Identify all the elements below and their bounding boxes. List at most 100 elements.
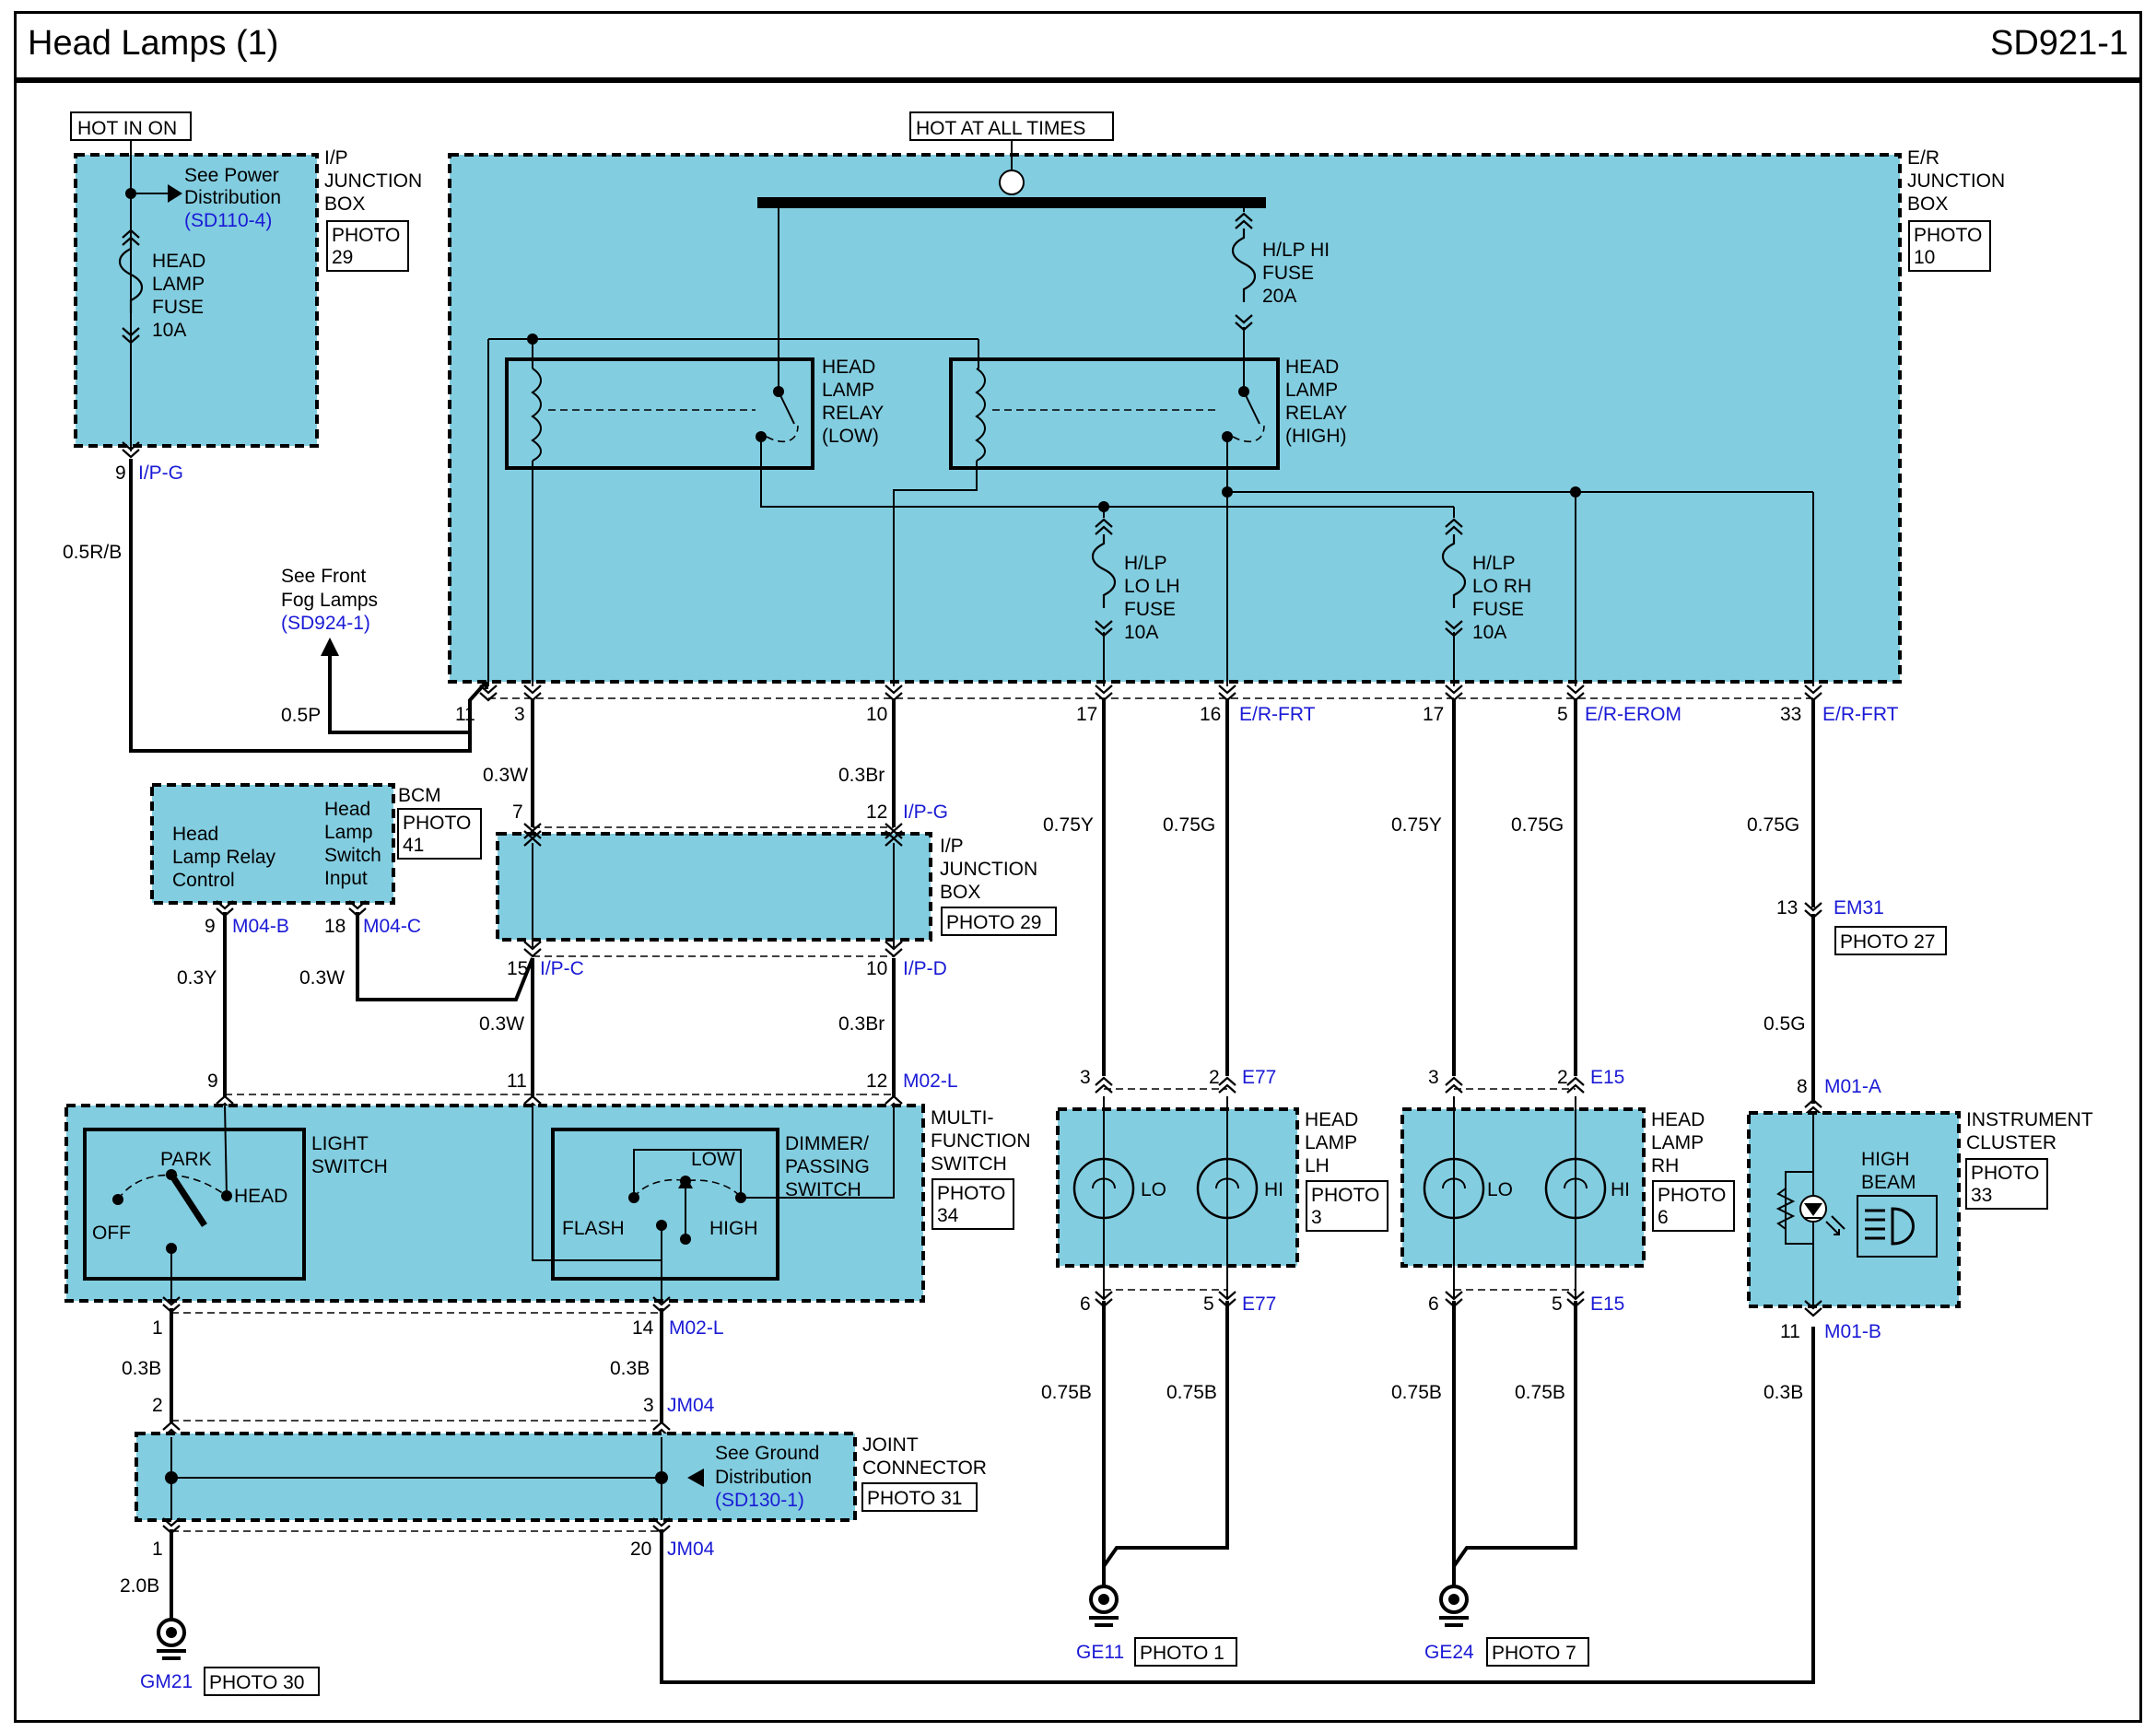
- lamp-lh-name: HEAD: [1305, 1109, 1358, 1130]
- page-code: SD921-1: [1990, 24, 2128, 63]
- pin-number: 17: [1076, 704, 1097, 725]
- wire-0.3w: [356, 912, 534, 1001]
- photo-label: PHOTO: [1914, 225, 1982, 246]
- hi-label: HI: [1611, 1179, 1630, 1200]
- relay-low-label-3: RELAY: [822, 403, 884, 424]
- ip-junction-name-2: JUNCTION: [940, 859, 1037, 880]
- er-junction-name: E/R: [1907, 147, 1939, 169]
- pin-number: 12: [866, 1071, 887, 1092]
- fuse-label-2: LAMP: [152, 274, 205, 295]
- hi-fuse-label: H/LP HI: [1262, 240, 1330, 261]
- connector-id: M02-L: [903, 1071, 958, 1092]
- photo-label: PHOTO: [1658, 1185, 1726, 1206]
- wire-label: 0.5R/B: [63, 542, 122, 563]
- dimmer-label-2: PASSING: [785, 1156, 870, 1177]
- lo-rh-fuse-label-3: FUSE: [1472, 599, 1524, 620]
- page-title: Head Lamps (1): [28, 24, 279, 63]
- pin-number: 11: [1780, 1321, 1800, 1342]
- flash-label: FLASH: [562, 1218, 625, 1239]
- pin-number: 9: [207, 1071, 218, 1092]
- multi-switch-name-2: FUNCTION: [931, 1130, 1031, 1152]
- head-lamp-rh: 3 2 E15 LO HI HEAD LAMP RH PHOTO 6 6 5 E…: [1400, 1067, 1735, 1315]
- ip-junction-name-2: JUNCTION: [324, 170, 422, 192]
- ip-junction-box-mid: 7 12 I/P-G I/P JUNCTION BOX PHOTO 29 15 …: [496, 802, 1057, 979]
- photo-number: 6: [1658, 1207, 1669, 1228]
- hi-fuse-label-2: FUSE: [1262, 263, 1314, 284]
- dimmer-label-3: SWITCH: [785, 1179, 861, 1200]
- relay-low-label: HEAD: [822, 357, 875, 378]
- multi-switch-name: MULTI-: [931, 1107, 993, 1129]
- lo-bulb-icon: [1423, 1157, 1485, 1220]
- multi-function-switch: 9 11 12 M02-L MULTI- FUNCTION SWITCH PHO…: [64, 1071, 1031, 1339]
- pin-number: 1: [152, 1539, 163, 1560]
- connector-id: JM04: [667, 1395, 715, 1416]
- high-beam-icon: [1891, 1207, 1915, 1246]
- light-switch-box: [83, 1128, 306, 1281]
- photo-number: 33: [1971, 1185, 1992, 1206]
- joint-name-2: CONNECTOR: [862, 1457, 987, 1479]
- pin-number: 13: [1776, 897, 1798, 919]
- pin-number: 8: [1797, 1076, 1808, 1097]
- photo-number: 3: [1311, 1207, 1322, 1228]
- see-ground-ref-link[interactable]: (SD130-1): [715, 1490, 804, 1511]
- wire-label: 0.5G: [1763, 1013, 1806, 1035]
- wire-label: 0.75Y: [1043, 814, 1094, 836]
- fuse-label: HEAD: [152, 251, 205, 272]
- pin-number: 3: [1428, 1067, 1439, 1088]
- relay-high-box: [949, 357, 1280, 470]
- connector-id: E77: [1242, 1067, 1276, 1088]
- wire-label: 0.75B: [1166, 1382, 1217, 1403]
- pin-number: 11: [507, 1071, 527, 1092]
- wire-label: 0.3Y: [177, 967, 217, 989]
- connector-id: E15: [1590, 1067, 1624, 1088]
- wire-label: 0.75B: [1391, 1382, 1442, 1403]
- pin-number: 18: [324, 916, 346, 937]
- pin-number: 10: [866, 704, 887, 725]
- high-beam-label: HIGH: [1861, 1149, 1910, 1170]
- photo-number: 29: [332, 247, 353, 268]
- bcm-switch-in-label: Head: [324, 799, 370, 820]
- hot-at-all-times-label: HOT AT ALL TIMES: [916, 118, 1085, 139]
- pin-number: 3: [1080, 1067, 1091, 1088]
- wire-label: 0.5P: [281, 705, 321, 726]
- ground-id: GE11: [1076, 1642, 1124, 1663]
- connector-id: E/R-FRT: [1822, 704, 1899, 725]
- high-beam-label-2: BEAM: [1861, 1172, 1916, 1193]
- lo-lh-fuse-rating: 10A: [1124, 622, 1158, 643]
- wire-0.3b-cluster: [660, 1327, 1815, 1684]
- wire-label: 0.3W: [479, 1013, 524, 1035]
- wire-label: 0.3W: [483, 765, 528, 786]
- lo-rh-fuse-label: H/LP: [1472, 553, 1516, 574]
- head-label: HEAD: [234, 1186, 287, 1207]
- ground-id: GE24: [1424, 1642, 1474, 1663]
- pin-number: 9: [115, 462, 126, 484]
- pin-number: 20: [630, 1539, 651, 1560]
- see-power-ref-link[interactable]: (SD110-4): [184, 210, 272, 231]
- wire-label: 0.3B: [122, 1358, 161, 1379]
- lamp-lh-name-2: LAMP: [1305, 1132, 1357, 1153]
- lamp-rh-name: HEAD: [1651, 1109, 1705, 1130]
- ip-junction-name: I/P: [324, 147, 348, 169]
- bcm-switch-in-label-3: Switch: [324, 845, 381, 866]
- wire-rh-ground: [1452, 1301, 1577, 1573]
- bus-bar: [757, 197, 1266, 208]
- pin-number: 10: [866, 958, 887, 979]
- pin-number: 6: [1428, 1293, 1439, 1315]
- fog-see-text-2: Fog Lamps: [281, 590, 378, 611]
- see-power-text-2: Distribution: [184, 187, 281, 208]
- connector-id: EM31: [1834, 897, 1884, 919]
- connector-id: E15: [1590, 1293, 1624, 1315]
- multi-switch-name-3: SWITCH: [931, 1153, 1007, 1175]
- head-lamp-lh: 3 2 E77 LO HI HEAD LAMP LH PHOTO 3 6 5 E…: [1056, 1067, 1389, 1315]
- photo-label: PHOTO 27: [1840, 931, 1935, 953]
- ground-id: GM21: [140, 1671, 193, 1692]
- wire-label: 0.75G: [1747, 814, 1799, 836]
- see-power-arrow-icon: [168, 184, 182, 203]
- ip-junction-name-3: BOX: [940, 882, 980, 903]
- park-label: PARK: [160, 1149, 212, 1170]
- instrument-cluster: 13 EM31 PHOTO 27 0.5G 8 M01-A INSTRUMENT…: [1747, 897, 2093, 1403]
- cluster-name-2: CLUSTER: [1966, 1132, 2056, 1153]
- fog-ref-link[interactable]: (SD924-1): [281, 613, 370, 634]
- er-junction-name-2: JUNCTION: [1907, 170, 2005, 192]
- connector-id: I/P-G: [138, 462, 183, 484]
